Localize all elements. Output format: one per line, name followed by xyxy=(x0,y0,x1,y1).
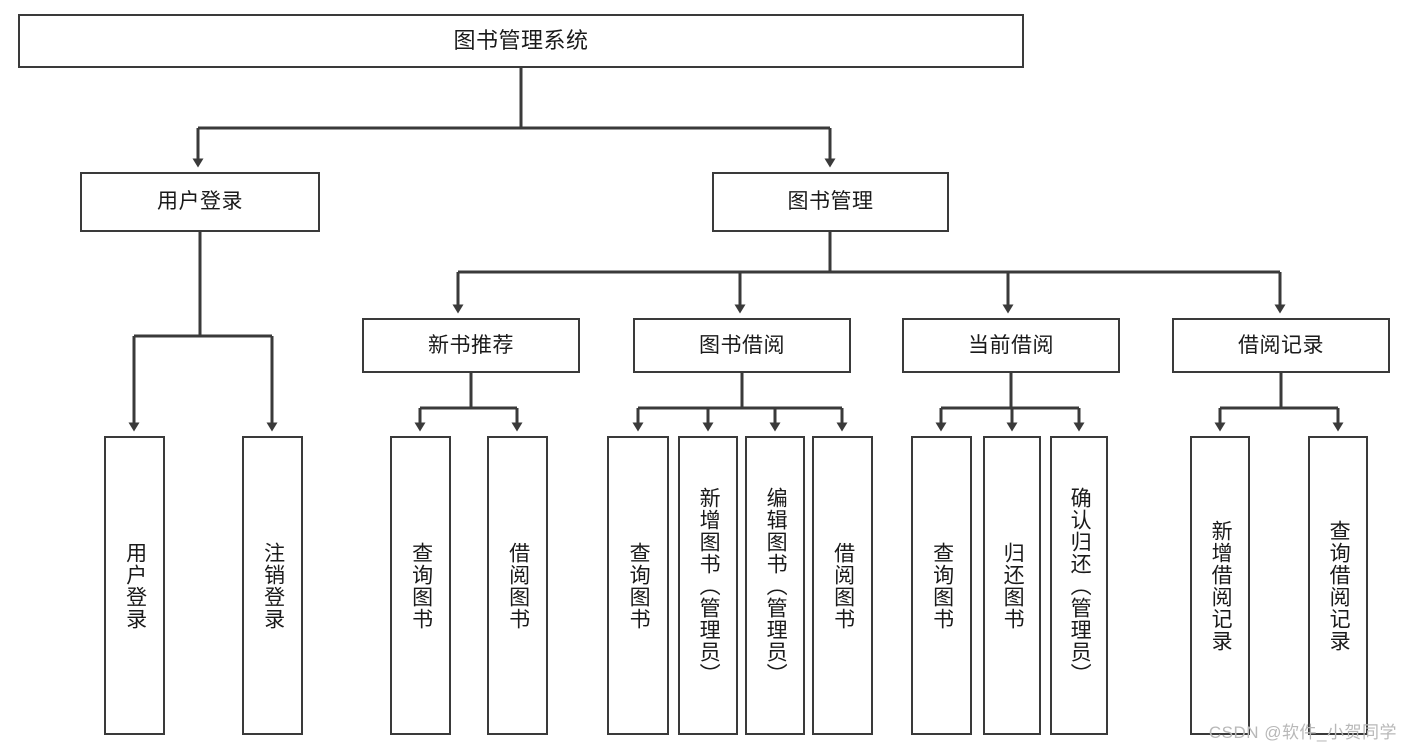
node-borrow-records-label: 借阅记录 xyxy=(1238,333,1324,357)
leaf-confirm-return-admin-label: 确认归还（管理员） xyxy=(1068,486,1092,685)
leaf-user-login-label: 用户登录 xyxy=(123,541,147,630)
leaf-borrow-books-recommend[interactable]: 借阅图书 xyxy=(487,436,548,735)
watermark: CSDN @软件_小贺同学 xyxy=(1208,723,1397,742)
leaf-query-borrow-record[interactable]: 查询借阅记录 xyxy=(1308,436,1368,735)
leaf-add-book-admin-label: 新增图书（管理员） xyxy=(697,486,721,685)
leaf-query-borrow-record-label: 查询借阅记录 xyxy=(1327,519,1351,652)
node-current-borrow-label: 当前借阅 xyxy=(968,333,1054,357)
leaf-add-borrow-record-label: 新增借阅记录 xyxy=(1209,519,1233,652)
leaf-logout-label: 注销登录 xyxy=(261,541,285,630)
node-user-login[interactable]: 用户登录 xyxy=(80,172,320,232)
node-new-book-recommend-label: 新书推荐 xyxy=(428,333,514,357)
leaf-borrow-books-recommend-label: 借阅图书 xyxy=(506,541,530,630)
leaf-query-books-current[interactable]: 查询图书 xyxy=(911,436,972,735)
node-book-borrow-label: 图书借阅 xyxy=(699,333,785,357)
node-book-management[interactable]: 图书管理 xyxy=(712,172,949,232)
leaf-add-borrow-record[interactable]: 新增借阅记录 xyxy=(1190,436,1250,735)
leaf-user-login[interactable]: 用户登录 xyxy=(104,436,165,735)
node-root[interactable]: 图书管理系统 xyxy=(18,14,1024,68)
leaf-query-books-recommend-label: 查询图书 xyxy=(409,541,433,630)
node-current-borrow[interactable]: 当前借阅 xyxy=(902,318,1120,373)
leaf-edit-book-admin[interactable]: 编辑图书（管理员） xyxy=(745,436,805,735)
node-root-label: 图书管理系统 xyxy=(453,27,589,53)
node-new-book-recommend[interactable]: 新书推荐 xyxy=(362,318,580,373)
leaf-query-books-borrow[interactable]: 查询图书 xyxy=(607,436,669,735)
node-book-borrow[interactable]: 图书借阅 xyxy=(633,318,851,373)
leaf-return-books-label: 归还图书 xyxy=(1001,541,1025,630)
leaf-logout[interactable]: 注销登录 xyxy=(242,436,303,735)
leaf-query-books-current-label: 查询图书 xyxy=(930,541,954,630)
leaf-query-books-recommend[interactable]: 查询图书 xyxy=(390,436,451,735)
leaf-borrow-books-label: 借阅图书 xyxy=(831,541,855,630)
leaf-borrow-books[interactable]: 借阅图书 xyxy=(812,436,873,735)
leaf-return-books[interactable]: 归还图书 xyxy=(983,436,1041,735)
leaf-edit-book-admin-label: 编辑图书（管理员） xyxy=(764,486,788,685)
leaf-confirm-return-admin[interactable]: 确认归还（管理员） xyxy=(1050,436,1108,735)
node-borrow-records[interactable]: 借阅记录 xyxy=(1172,318,1390,373)
node-book-management-label: 图书管理 xyxy=(787,190,874,214)
leaf-add-book-admin[interactable]: 新增图书（管理员） xyxy=(678,436,738,735)
leaf-query-books-borrow-label: 查询图书 xyxy=(627,541,651,630)
node-user-login-label: 用户登录 xyxy=(157,190,243,214)
